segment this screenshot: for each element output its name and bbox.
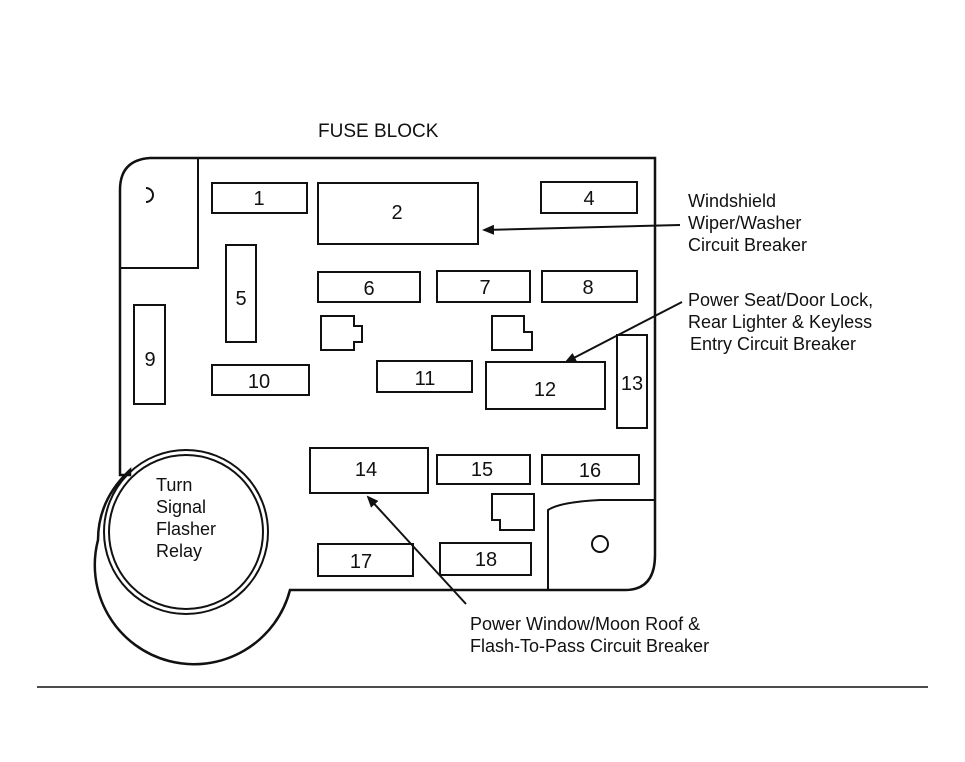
fuse-label: 6 [363, 278, 374, 300]
callout-window-line2: Flash-To-Pass Circuit Breaker [470, 636, 709, 656]
fuse-6: 6 [317, 271, 421, 303]
callout-wiper-line2: Wiper/Washer [688, 213, 801, 233]
mount-hole-left [145, 187, 154, 203]
turn-signal-relay-inner [108, 454, 264, 610]
fuse-5: 5 [225, 244, 257, 343]
arrow-wiper [482, 224, 681, 235]
fuse-18: 18 [439, 542, 532, 576]
fuse-label: 8 [582, 277, 593, 299]
fuse-label: 9 [144, 349, 155, 371]
fuse-4: 4 [540, 181, 638, 214]
fuse-16: 16 [541, 454, 640, 485]
mount-hole-right [591, 535, 609, 553]
fuse-label: 11 [415, 368, 436, 390]
relay-label-line1: Turn [156, 475, 192, 495]
top-left-mount [120, 158, 199, 269]
fuse-15: 15 [436, 454, 531, 485]
callout-window-line1: Power Window/Moon Roof & [470, 614, 700, 634]
fuse-label: 1 [253, 188, 264, 210]
callout-seat-line3: Entry Circuit Breaker [690, 334, 856, 354]
bottom-right-mount [547, 499, 655, 590]
fuse-17: 17 [317, 543, 414, 577]
fuse-8: 8 [541, 270, 638, 303]
clip-block-a [320, 315, 363, 351]
fuse-2: 2 [317, 182, 479, 245]
arrow-window [366, 495, 467, 605]
fuse-label: 18 [475, 549, 497, 571]
fuse-12: 12 [485, 361, 606, 410]
fuse-label: 13 [621, 373, 643, 395]
clip-block-b [491, 315, 533, 351]
diagram-title: FUSE BLOCK [318, 121, 439, 142]
fuse-label: 10 [248, 371, 270, 393]
relay-label-line3: Flasher [156, 519, 216, 539]
fuse-13: 13 [616, 334, 648, 429]
fuse-label: 4 [583, 188, 594, 210]
fuse-11: 11 [376, 360, 473, 393]
arrow-seat [564, 301, 683, 363]
fuse-9: 9 [133, 304, 166, 405]
fuse-label: 12 [534, 379, 556, 401]
fuse-label: 16 [579, 460, 601, 482]
clip-block-c [491, 493, 535, 531]
relay-label-line4: Relay [156, 541, 202, 561]
fuse-block-outline [93, 156, 657, 666]
fuse-label: 17 [350, 551, 372, 573]
callout-wiper-line3: Circuit Breaker [688, 235, 807, 255]
fuse-label: 7 [479, 277, 490, 299]
fuse-14: 14 [309, 447, 429, 494]
fuse-10: 10 [211, 364, 310, 396]
fuse-label: 14 [355, 459, 377, 481]
callout-wiper-line1: Windshield [688, 191, 776, 211]
fuse-label: 2 [391, 202, 402, 224]
callout-seat-line1: Power Seat/Door Lock, [688, 290, 873, 310]
callout-seat-line2: Rear Lighter & Keyless [688, 312, 872, 332]
turn-signal-relay [103, 449, 269, 615]
fuse-7: 7 [436, 270, 531, 303]
fuse-label: 15 [471, 459, 493, 481]
fuse-1: 1 [211, 182, 308, 214]
fuse-label: 5 [235, 288, 246, 310]
relay-label-line2: Signal [156, 497, 206, 517]
